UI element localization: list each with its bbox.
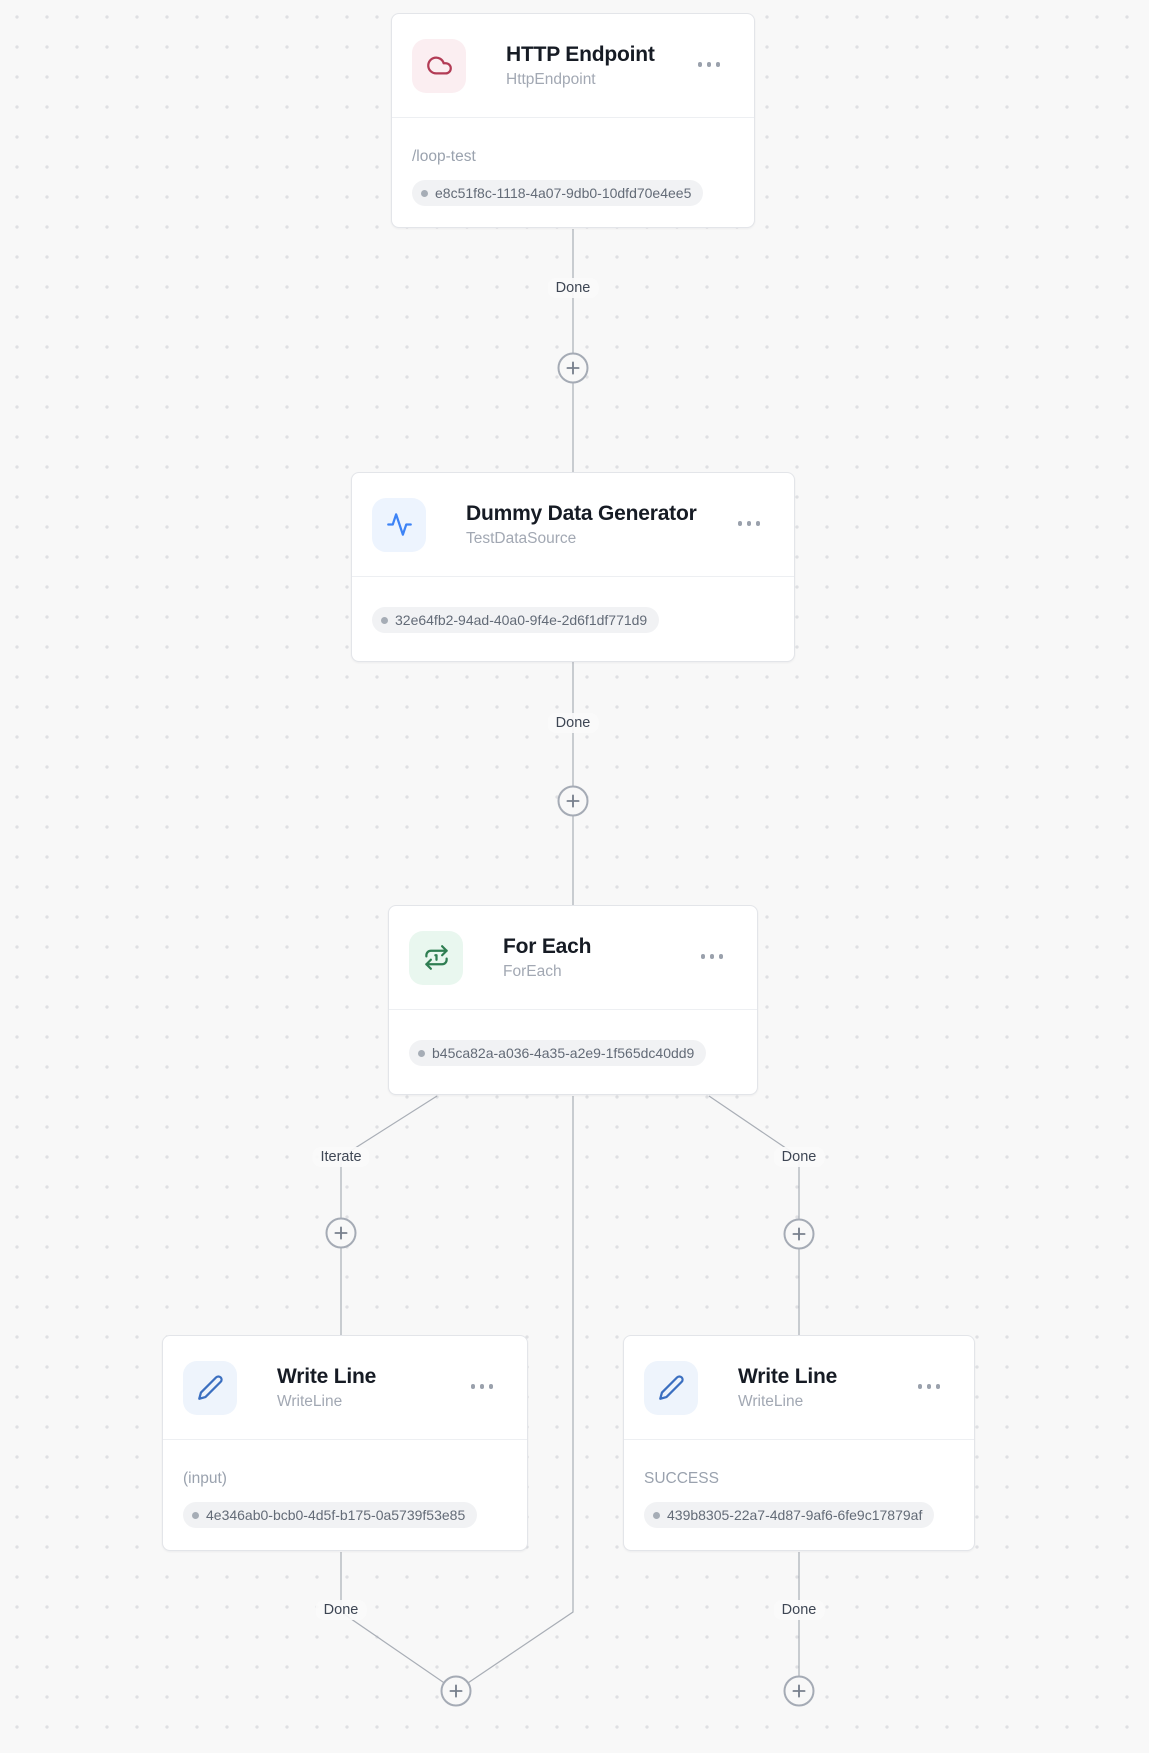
- edge-label-done-3: Done: [773, 1147, 825, 1167]
- node-body: SUCCESS 439b8305-22a7-4d87-9af6-6fe9c178…: [624, 1440, 974, 1550]
- node-subtitle: WriteLine: [277, 1392, 343, 1410]
- node-menu-button[interactable]: [467, 1380, 498, 1393]
- status-dot: [192, 1511, 199, 1519]
- activity-node-write-line-right[interactable]: Write Line WriteLine SUCCESS 439b8305-22…: [623, 1335, 975, 1551]
- add-activity-button-1[interactable]: [557, 352, 589, 384]
- ellipsis-icon: [700, 954, 705, 959]
- repeat-icon: [409, 930, 463, 985]
- pencil-icon: [644, 1360, 698, 1415]
- activity-id-badge: 32e64fb2-94ad-40a0-9f4e-2d6f1df771d9: [372, 607, 660, 633]
- add-activity-button-5[interactable]: [440, 1675, 472, 1707]
- node-subtitle: TestDataSource: [466, 529, 577, 547]
- add-activity-button-3[interactable]: [325, 1217, 357, 1249]
- activity-id: 4e346ab0-bcb0-4d5f-b175-0a5739f53e85: [206, 1507, 466, 1523]
- add-activity-button-4[interactable]: [783, 1218, 815, 1250]
- plus-icon: [449, 1684, 463, 1698]
- node-menu-button[interactable]: [734, 517, 765, 530]
- activity-node-for-each[interactable]: For Each ForEach b45ca82a-a036-4a35-a2e9…: [388, 905, 758, 1095]
- node-subtitle: ForEach: [503, 962, 562, 980]
- activity-node-dummy-data-generator[interactable]: Dummy Data Generator TestDataSource 32e6…: [351, 472, 795, 662]
- status-dot: [421, 189, 428, 197]
- status-dot: [381, 616, 388, 624]
- status-dot: [418, 1049, 425, 1057]
- ellipsis-icon: [737, 521, 742, 526]
- activity-id-badge: 4e346ab0-bcb0-4d5f-b175-0a5739f53e85: [183, 1502, 478, 1528]
- edge-label-done-4: Done: [315, 1600, 367, 1620]
- edge-label-done-1: Done: [547, 278, 599, 298]
- ellipsis-icon: [470, 1384, 475, 1389]
- node-header: HTTP Endpoint HttpEndpoint: [392, 14, 754, 118]
- activity-id: e8c51f8c-1118-4a07-9db0-10dfd70e4ee5: [435, 185, 692, 201]
- edge-label-done-5: Done: [773, 1600, 825, 1620]
- add-activity-button-6[interactable]: [783, 1675, 815, 1707]
- node-detail: /loop-test: [412, 148, 476, 165]
- activity-id: b45ca82a-a036-4a35-a2e9-1f565dc40dd9: [432, 1045, 695, 1061]
- edge-foreach-iterate: [340, 1095, 438, 1336]
- node-title: For Each: [503, 934, 592, 958]
- plus-icon: [566, 794, 580, 808]
- node-menu-button[interactable]: [694, 58, 725, 71]
- activity-id-badge: e8c51f8c-1118-4a07-9db0-10dfd70e4ee5: [412, 180, 704, 206]
- node-subtitle: HttpEndpoint: [506, 70, 596, 88]
- node-body: 32e64fb2-94ad-40a0-9f4e-2d6f1df771d9: [352, 577, 794, 661]
- node-body: b45ca82a-a036-4a35-a2e9-1f565dc40dd9: [389, 1010, 757, 1094]
- edge-foreach-done: [708, 1095, 800, 1336]
- activity-node-write-line-left[interactable]: Write Line WriteLine (input) 4e346ab0-bc…: [162, 1335, 528, 1551]
- activity-id: 32e64fb2-94ad-40a0-9f4e-2d6f1df771d9: [395, 612, 648, 628]
- edge-writeline-left-done: [340, 1552, 457, 1692]
- node-title: Dummy Data Generator: [466, 501, 697, 525]
- node-subtitle: WriteLine: [738, 1392, 804, 1410]
- activity-id-badge: b45ca82a-a036-4a35-a2e9-1f565dc40dd9: [409, 1040, 707, 1066]
- node-menu-button[interactable]: [697, 950, 728, 963]
- plus-icon: [566, 361, 580, 375]
- ellipsis-icon: [917, 1384, 922, 1389]
- node-title: Write Line: [738, 1364, 838, 1388]
- pencil-icon: [183, 1360, 237, 1415]
- node-header: Dummy Data Generator TestDataSource: [352, 473, 794, 577]
- plus-icon: [792, 1684, 806, 1698]
- status-dot: [653, 1511, 660, 1519]
- node-detail: SUCCESS: [644, 1470, 719, 1487]
- ellipsis-icon: [697, 62, 702, 67]
- node-header: Write Line WriteLine: [163, 1336, 527, 1440]
- node-detail: (input): [183, 1470, 227, 1487]
- node-title: HTTP Endpoint: [506, 42, 655, 66]
- activity-icon: [372, 497, 426, 552]
- node-header: Write Line WriteLine: [624, 1336, 974, 1440]
- edge-label-iterate: Iterate: [312, 1147, 370, 1167]
- cloud-icon: [412, 38, 466, 93]
- activity-id: 439b8305-22a7-4d87-9af6-6fe9c17879af: [667, 1507, 923, 1523]
- node-body: (input) 4e346ab0-bcb0-4d5f-b175-0a5739f5…: [163, 1440, 527, 1550]
- plus-icon: [792, 1227, 806, 1241]
- plus-icon: [334, 1226, 348, 1240]
- activity-node-http-endpoint[interactable]: HTTP Endpoint HttpEndpoint /loop-test e8…: [391, 13, 755, 228]
- node-title: Write Line: [277, 1364, 377, 1388]
- node-body: /loop-test e8c51f8c-1118-4a07-9db0-10dfd…: [392, 118, 754, 227]
- edge-label-done-2: Done: [547, 713, 599, 733]
- node-header: For Each ForEach: [389, 906, 757, 1010]
- add-activity-button-2[interactable]: [557, 785, 589, 817]
- activity-id-badge: 439b8305-22a7-4d87-9af6-6fe9c17879af: [644, 1502, 935, 1528]
- node-menu-button[interactable]: [914, 1380, 945, 1393]
